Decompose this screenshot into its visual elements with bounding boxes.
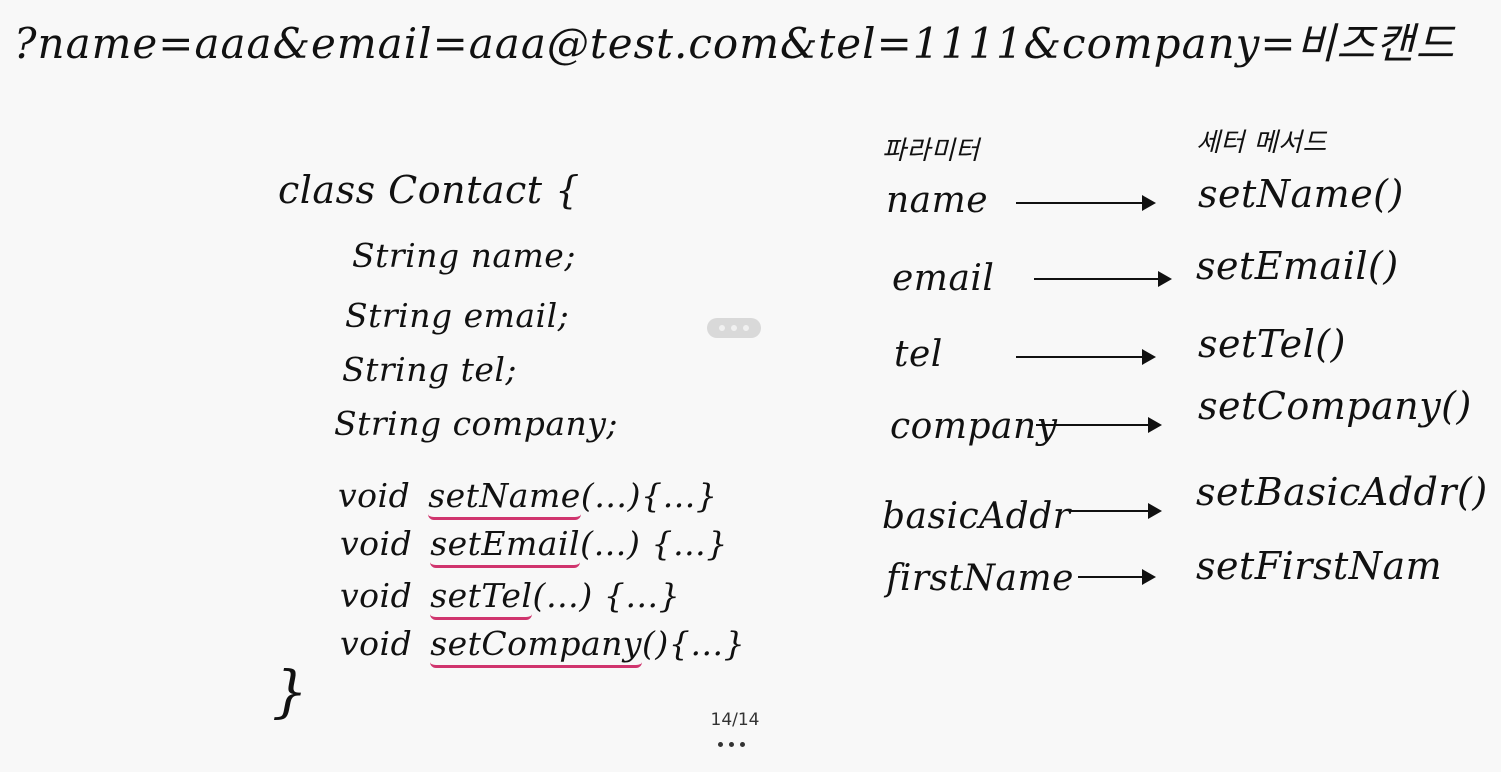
query-string: ?name=aaa&email=aaa@test.com&tel=1111&co…	[14, 19, 1456, 68]
method-body: (…){…}	[580, 476, 718, 515]
method-body: (…) {…}	[532, 576, 681, 615]
param-header: 파라미터	[882, 136, 980, 166]
method-keyword: void	[340, 624, 413, 663]
arrow-right-icon	[1034, 271, 1172, 287]
param-basic-addr: basicAddr	[882, 496, 1071, 537]
param-name: name	[886, 180, 989, 221]
toolbar-dot	[719, 325, 725, 331]
toolbar-dot	[731, 325, 737, 331]
setter-name: setName()	[1198, 172, 1404, 216]
setter-basic-addr: setBasicAddr()	[1196, 470, 1488, 514]
setter-header: 세터 메서드	[1196, 128, 1327, 158]
method-body: (){…}	[642, 624, 746, 663]
field-name: String name;	[352, 236, 576, 275]
method-name: setEmail	[430, 524, 581, 568]
setter-first-name: setFirstNam	[1196, 544, 1443, 588]
more-options-icon[interactable]	[718, 742, 745, 747]
method-name: setCompany	[430, 624, 643, 668]
method-name: setName	[428, 476, 581, 520]
method-body: (…) {…}	[580, 524, 728, 563]
arrow-right-icon	[1070, 503, 1162, 519]
arrow-right-icon	[1036, 417, 1162, 433]
method-set-email: void setEmail(…) {…}	[340, 524, 728, 568]
param-email: email	[892, 258, 995, 299]
method-set-tel: void setTel(…) {…}	[340, 576, 680, 620]
param-tel: tel	[894, 334, 943, 375]
arrow-right-icon	[1078, 569, 1156, 585]
setter-tel: setTel()	[1198, 322, 1346, 366]
method-set-name: void setName(…){…}	[338, 476, 718, 520]
param-first-name: firstName	[886, 558, 1074, 599]
method-keyword: void	[338, 476, 411, 515]
page-indicator: 14/14	[710, 710, 760, 730]
arrow-right-icon	[1016, 349, 1156, 365]
field-tel: String tel;	[342, 350, 518, 389]
param-company: company	[890, 406, 1058, 447]
setter-email: setEmail()	[1196, 244, 1399, 288]
toolbar-dot	[743, 325, 749, 331]
class-closing-brace: }	[272, 660, 309, 725]
annotation-toolbar-icon[interactable]	[707, 318, 761, 338]
method-keyword: void	[340, 524, 413, 563]
method-name: setTel	[430, 576, 533, 620]
method-keyword: void	[340, 576, 413, 615]
setter-company: setCompany()	[1198, 384, 1472, 428]
field-email: String email;	[345, 296, 570, 335]
field-company: String company;	[334, 404, 619, 443]
arrow-right-icon	[1016, 195, 1156, 211]
class-declaration: class Contact {	[278, 168, 580, 212]
method-set-company: void setCompany(){…}	[340, 624, 745, 668]
